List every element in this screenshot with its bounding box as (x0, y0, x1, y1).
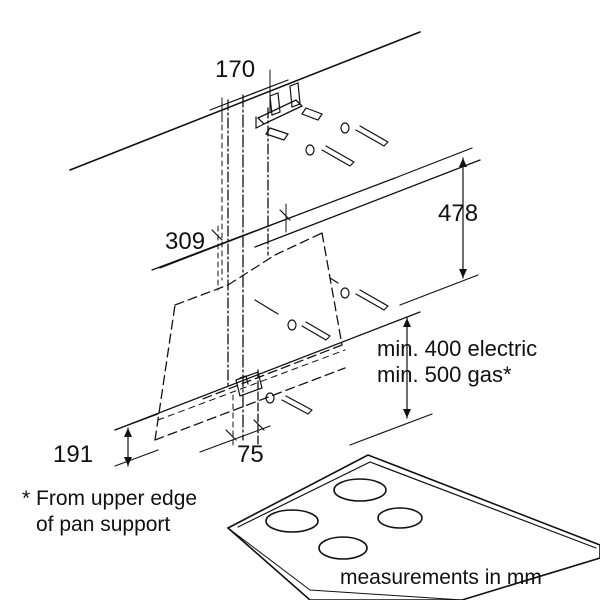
footnote-line-1: * From upper edge (22, 487, 198, 510)
hood-outline (154, 232, 346, 441)
dim-478-top (394, 147, 473, 179)
upper-bracket (256, 99, 304, 125)
hood-bottom-edge (114, 311, 421, 431)
dim-478-bottom (399, 274, 479, 306)
middle-screws (254, 277, 389, 341)
burner-back-right (377, 507, 423, 529)
footnote-line-2: of pan support (36, 513, 171, 536)
units-note: measurements in mm (340, 566, 542, 589)
clearance-gas-label: min. 500 gas* (377, 362, 512, 387)
dimension-offset-label: 75 (237, 441, 264, 468)
dimension-width-label: 170 (215, 56, 256, 83)
cooktop (226, 454, 600, 600)
burner-front-right (318, 536, 368, 560)
dimension-height-label: 478 (438, 200, 479, 227)
dim-191-top (114, 413, 159, 431)
dim-170-line (209, 79, 289, 111)
burner-back-left (333, 478, 387, 502)
dimension-depth-label: 309 (165, 228, 206, 255)
hood-mid-edge (254, 159, 481, 248)
ceiling-edge (69, 31, 421, 171)
lower-bracket (235, 371, 313, 415)
upper-screws (265, 107, 389, 167)
dim-309-line (159, 216, 293, 269)
dimension-bottom-label: 191 (53, 441, 94, 468)
dim-191-bottom (114, 449, 159, 467)
burner-front-left (265, 509, 319, 533)
clearance-electric-label: min. 400 electric (377, 336, 538, 361)
